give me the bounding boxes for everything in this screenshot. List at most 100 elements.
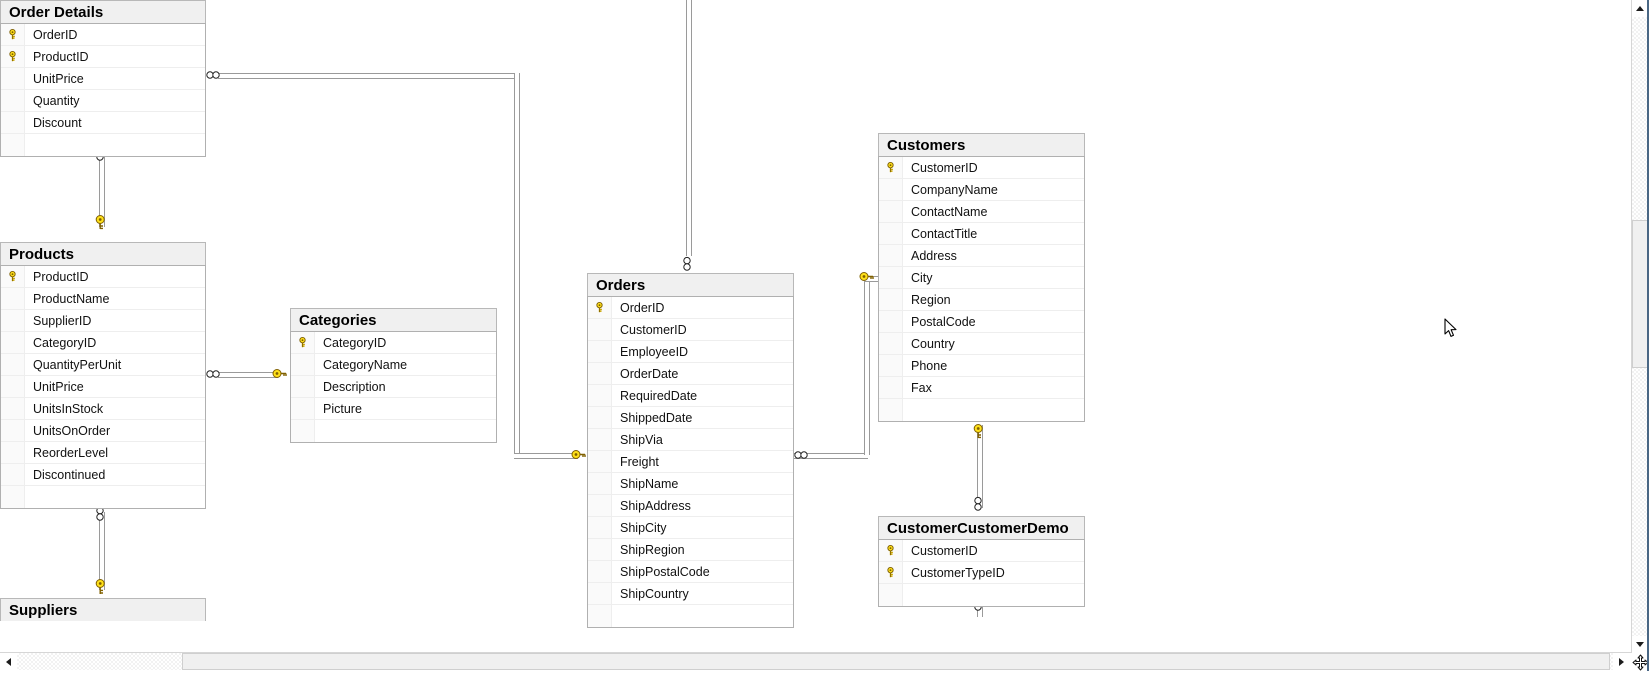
- key-cell-empty: [291, 420, 315, 442]
- field-name: UnitPrice: [33, 71, 84, 86]
- table-field-row[interactable]: CategoryID: [1, 332, 205, 354]
- table-field-row[interactable]: CustomerID: [879, 157, 1084, 179]
- table-field-row[interactable]: CustomerTypeID: [879, 562, 1084, 584]
- crowsfoot-many-icon-ccd-top: [974, 496, 982, 511]
- table-field-row[interactable]: CategoryName: [291, 354, 496, 376]
- table-field-row[interactable]: Quantity: [1, 90, 205, 112]
- vertical-scroll-thumb[interactable]: [1632, 220, 1648, 368]
- table-field-row[interactable]: UnitsInStock: [1, 398, 205, 420]
- table-field-row[interactable]: ProductName: [1, 288, 205, 310]
- table-field-row[interactable]: Discontinued: [1, 464, 205, 486]
- table-field-row[interactable]: CategoryID: [291, 332, 496, 354]
- chevron-down-icon: [1636, 642, 1644, 647]
- scroll-right-button[interactable]: [1613, 653, 1630, 670]
- table-title[interactable]: Customers: [878, 133, 1085, 156]
- vertical-scrollbar[interactable]: [1631, 0, 1649, 653]
- table-blank-row[interactable]: [1, 134, 205, 156]
- relation-line-orderdetails-orders-h2: [514, 453, 578, 459]
- key-cell-empty: [588, 605, 612, 627]
- table-blank-row[interactable]: [1, 486, 205, 508]
- table-field-row[interactable]: CompanyName: [879, 179, 1084, 201]
- key-cell-empty: [588, 495, 612, 516]
- table-blank-row[interactable]: [879, 399, 1084, 421]
- table-field-row[interactable]: OrderID: [588, 297, 793, 319]
- table-field-row[interactable]: ShippedDate: [588, 407, 793, 429]
- table-field-row[interactable]: ShipCity: [588, 517, 793, 539]
- table-field-row[interactable]: Picture: [291, 398, 496, 420]
- horizontal-scroll-thumb[interactable]: [182, 653, 1610, 670]
- table-field-row[interactable]: Freight: [588, 451, 793, 473]
- key-cell-empty: [588, 385, 612, 406]
- key-cell-empty: [1, 398, 25, 419]
- key-cell-empty: [588, 451, 612, 472]
- table-field-row[interactable]: ShipAddress: [588, 495, 793, 517]
- table-field-row[interactable]: Phone: [879, 355, 1084, 377]
- primary-key-icon: [9, 51, 16, 62]
- table-field-row[interactable]: PostalCode: [879, 311, 1084, 333]
- table-field-row[interactable]: SupplierID: [1, 310, 205, 332]
- table-field-row[interactable]: Fax: [879, 377, 1084, 399]
- table-field-row[interactable]: EmployeeID: [588, 341, 793, 363]
- table-field-row[interactable]: UnitPrice: [1, 68, 205, 90]
- table-field-row[interactable]: OrderID: [1, 24, 205, 46]
- table-field-row[interactable]: RequiredDate: [588, 385, 793, 407]
- table-title[interactable]: Products: [0, 242, 206, 265]
- relation-line-customers-customerdemo: [977, 425, 983, 508]
- field-name: ShipAddress: [620, 498, 691, 513]
- table-blank-row[interactable]: [879, 584, 1084, 606]
- scroll-left-button[interactable]: [0, 653, 17, 670]
- table-field-row[interactable]: Region: [879, 289, 1084, 311]
- key-cell-empty: [879, 399, 903, 421]
- resize-grip[interactable]: [1632, 653, 1649, 671]
- table-title[interactable]: CustomerCustomerDemo: [878, 516, 1085, 539]
- table-blank-row[interactable]: [588, 605, 793, 627]
- table-field-row[interactable]: CustomerID: [588, 319, 793, 341]
- table-field-row[interactable]: ShipName: [588, 473, 793, 495]
- table-title[interactable]: Suppliers: [0, 598, 206, 621]
- table-field-row[interactable]: ShipVia: [588, 429, 793, 451]
- scroll-up-button[interactable]: [1632, 0, 1648, 17]
- table-field-row[interactable]: UnitsOnOrder: [1, 420, 205, 442]
- table-blank-row[interactable]: [291, 420, 496, 442]
- table-field-row[interactable]: ShipPostalCode: [588, 561, 793, 583]
- table-title[interactable]: Order Details: [0, 0, 206, 23]
- key-cell-empty: [879, 584, 903, 606]
- entity-table-suppliers[interactable]: Suppliers: [0, 598, 206, 621]
- table-field-row[interactable]: Description: [291, 376, 496, 398]
- primary-key-icon: [596, 302, 603, 313]
- field-name: Address: [911, 248, 957, 263]
- table-title[interactable]: Orders: [587, 273, 794, 296]
- table-field-row[interactable]: QuantityPerUnit: [1, 354, 205, 376]
- table-field-row[interactable]: ShipRegion: [588, 539, 793, 561]
- table-field-row[interactable]: ReorderLevel: [1, 442, 205, 464]
- field-name: EmployeeID: [620, 344, 689, 359]
- field-name: ProductName: [33, 291, 110, 306]
- table-field-row[interactable]: ContactName: [879, 201, 1084, 223]
- table-field-row[interactable]: ShipCountry: [588, 583, 793, 605]
- table-field-row[interactable]: OrderDate: [588, 363, 793, 385]
- table-field-row[interactable]: ProductID: [1, 266, 205, 288]
- field-name: PostalCode: [911, 314, 976, 329]
- relation-line-orders-customers-h1: [794, 453, 868, 459]
- table-field-row[interactable]: CustomerID: [879, 540, 1084, 562]
- key-cell-empty: [1, 332, 25, 353]
- table-field-row[interactable]: ProductID: [1, 46, 205, 68]
- table-field-row[interactable]: Address: [879, 245, 1084, 267]
- table-field-row[interactable]: UnitPrice: [1, 376, 205, 398]
- scroll-down-button[interactable]: [1632, 636, 1648, 653]
- table-field-row[interactable]: Discount: [1, 112, 205, 134]
- table-title[interactable]: Categories: [290, 308, 497, 331]
- table-field-row[interactable]: Country: [879, 333, 1084, 355]
- table-field-row[interactable]: ContactTitle: [879, 223, 1084, 245]
- horizontal-scrollbar[interactable]: [0, 652, 1632, 671]
- key-cell-empty: [879, 223, 903, 244]
- key-cell-primary: [879, 562, 903, 583]
- table-field-row[interactable]: City: [879, 267, 1084, 289]
